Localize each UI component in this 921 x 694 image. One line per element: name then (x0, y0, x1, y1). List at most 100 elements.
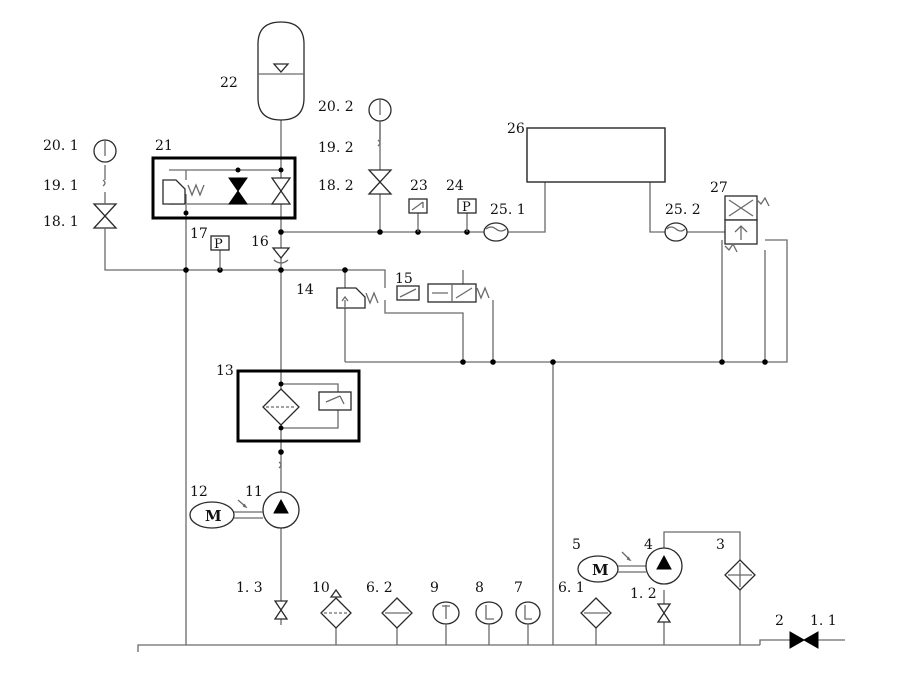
check-valve-icon (271, 247, 291, 264)
component-labels: 22 21 20. 1 19. 1 18. 1 20. 2 19. 2 18. … (43, 75, 837, 629)
shutoff-valve-icon (228, 177, 248, 205)
motor-letter: M (592, 561, 609, 579)
flowmeter-icon (664, 222, 688, 242)
pressure-switch-icon: P (457, 198, 477, 232)
junction-dot (762, 359, 768, 365)
line-26-to-25-2 (649, 182, 725, 233)
label-19-1: 19. 1 (43, 178, 79, 194)
electric-motor-icon: M (189, 499, 263, 529)
electric-motor-icon: M (577, 551, 646, 583)
label-19-2: 19. 2 (318, 140, 354, 156)
label-11: 11 (245, 484, 263, 500)
label-17: 17 (190, 226, 208, 242)
directional-valve-icon (396, 283, 490, 303)
label-6-2: 6. 2 (366, 580, 393, 596)
label-8: 8 (475, 580, 484, 596)
label-24: 24 (446, 178, 464, 194)
filter-icon (320, 588, 352, 629)
gauge-hose (102, 165, 106, 187)
shutoff-valve-icon (656, 603, 672, 623)
label-13: 13 (216, 363, 234, 379)
label-7: 7 (514, 580, 523, 596)
label-20-2: 20. 2 (318, 99, 354, 115)
label-2: 2 (775, 613, 784, 629)
reservoir-line (137, 639, 845, 652)
pressure-switch-letter: P (214, 237, 223, 252)
label-6-1: 6. 1 (558, 580, 585, 596)
filter-block-frame (236, 369, 361, 443)
valve-block-21 (151, 156, 297, 220)
label-1-2: 1. 2 (630, 586, 657, 602)
pressure-switch-letter: P (462, 200, 471, 215)
label-16: 16 (251, 234, 269, 250)
pressure-switch-icon (318, 391, 352, 411)
junction-dot (719, 359, 725, 365)
junction-dot (278, 267, 284, 273)
label-1-1: 1. 1 (810, 613, 837, 629)
relief-valve-icon (162, 179, 205, 205)
label-4: 4 (644, 537, 653, 553)
label-9: 9 (430, 580, 439, 596)
label-23: 23 (410, 178, 428, 194)
gauge-hose (377, 121, 381, 147)
junction-dot (550, 359, 556, 365)
accumulator-icon (257, 21, 305, 121)
distribution-line (104, 258, 386, 288)
shutoff-valve-icon (273, 600, 289, 620)
label-26: 26 (507, 121, 525, 137)
aux-pump-loop (663, 531, 741, 645)
pressure-switch-icon: P (210, 235, 230, 270)
pressure-gauge-icon (368, 98, 392, 122)
cooler-icon (724, 559, 756, 591)
label-22: 22 (220, 75, 238, 91)
check-valve-icon (367, 169, 393, 195)
flowmeter-icon (483, 222, 509, 242)
test-unit-26 (526, 127, 666, 183)
level-gauge-icon (475, 601, 503, 625)
thermometer-icon (432, 601, 460, 625)
label-21: 21 (155, 138, 173, 154)
junction-dot (460, 359, 466, 365)
junction-dots (183, 229, 768, 455)
valve-block-frame (151, 156, 297, 220)
pressure-gauge-icon (93, 139, 117, 163)
filter-icon (262, 388, 300, 426)
label-25-2: 25. 2 (665, 202, 701, 218)
junction-dot (490, 359, 496, 365)
instrument-drains (335, 628, 597, 645)
label-20-1: 20. 1 (43, 138, 79, 154)
pump-icon (645, 547, 683, 585)
shutoff-valve-icon (270, 177, 292, 205)
cooler-icon (580, 597, 612, 629)
level-gauge-icon (515, 601, 541, 625)
pump-icon (262, 491, 300, 529)
check-valve-icon (92, 192, 118, 258)
junction-dot (183, 267, 189, 273)
shutoff-valve-icon (789, 631, 819, 649)
filter-block-13 (236, 369, 361, 443)
junction-dot (342, 267, 348, 273)
pressure-switch-icon (408, 198, 428, 232)
junction-dot (278, 449, 284, 455)
label-1-3: 1. 3 (236, 580, 263, 596)
label-3: 3 (716, 537, 725, 553)
hose-icon (278, 461, 282, 469)
label-18-1: 18. 1 (43, 214, 79, 230)
label-12: 12 (190, 484, 208, 500)
label-15: 15 (395, 271, 413, 287)
label-14: 14 (296, 282, 314, 298)
label-18-2: 18. 2 (318, 178, 354, 194)
return-collector (345, 239, 788, 363)
label-27: 27 (710, 180, 728, 196)
relief-valve-icon (336, 287, 379, 309)
label-10: 10 (312, 580, 330, 596)
valve-14-15-lines (344, 270, 494, 362)
label-5: 5 (572, 537, 581, 553)
label-25-1: 25. 1 (490, 202, 526, 218)
junction-dot (278, 229, 284, 235)
cooler-icon (381, 597, 413, 629)
junction-dot (377, 229, 383, 235)
motor-letter: M (205, 507, 222, 525)
directional-valve-icon (724, 195, 770, 253)
